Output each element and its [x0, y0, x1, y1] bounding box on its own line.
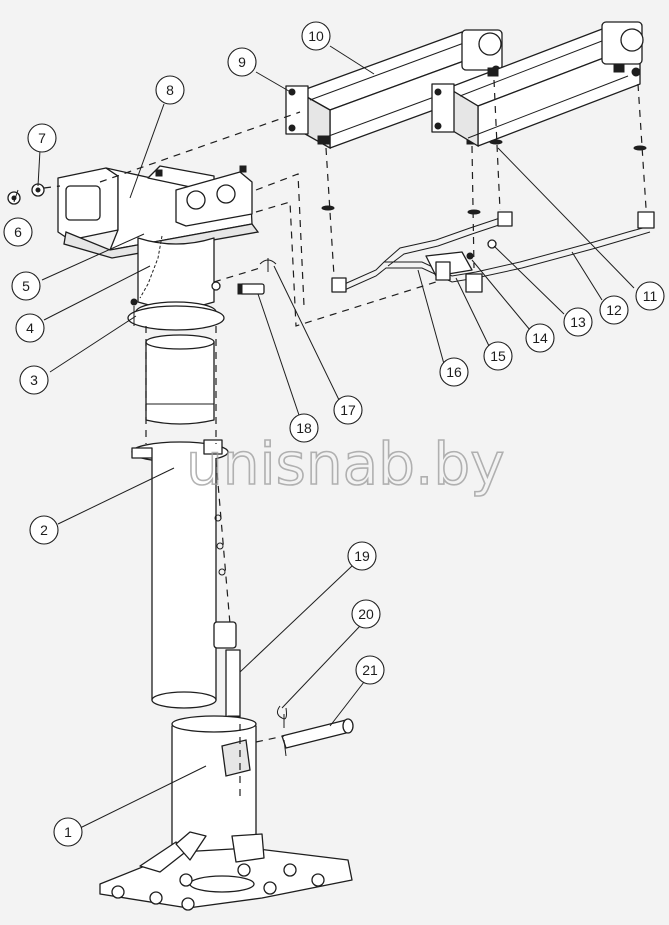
spring-clip — [276, 705, 287, 720]
callout-7: 7 — [27, 123, 57, 153]
callout-12: 12 — [599, 295, 629, 325]
callout-6: 6 — [3, 217, 33, 247]
nut-and-washer — [7, 183, 45, 205]
callout-4: 4 — [15, 313, 45, 343]
clamp-ring — [131, 439, 229, 463]
watermark-text: unisnab.by — [186, 430, 505, 498]
callout-2: 2 — [29, 515, 59, 545]
callout-label: 7 — [38, 130, 46, 146]
callout-15: 15 — [483, 341, 513, 371]
callout-label: 9 — [238, 54, 246, 70]
callout-18: 18 — [289, 413, 319, 443]
callout-3: 3 — [19, 365, 49, 395]
assembly-lines — [43, 79, 647, 800]
callout-label: 18 — [296, 420, 312, 436]
callout-label: 6 — [14, 224, 22, 240]
hydraulic-cylinder-left — [285, 29, 503, 150]
cross-pin — [281, 718, 354, 749]
liner-sleeve — [145, 334, 215, 425]
callout-label: 5 — [22, 278, 30, 294]
callout-14: 14 — [525, 323, 555, 353]
callout-label: 1 — [64, 824, 72, 840]
callout-16: 16 — [439, 357, 469, 387]
callout-label: 2 — [40, 522, 48, 538]
callout-10: 10 — [301, 21, 331, 51]
bolt — [237, 283, 265, 295]
lock-pin — [213, 621, 241, 725]
base-column — [99, 715, 353, 911]
cotter-pin — [259, 258, 277, 272]
callout-label: 14 — [532, 330, 548, 346]
callout-17: 17 — [333, 395, 363, 425]
callout-label: 12 — [606, 302, 622, 318]
callout-8: 8 — [155, 75, 185, 105]
callout-label: 16 — [446, 364, 462, 380]
callout-leaders — [13, 45, 635, 831]
o-rings — [321, 139, 647, 215]
callout-label: 10 — [308, 28, 324, 44]
callout-label: 15 — [490, 348, 506, 364]
callout-label: 4 — [26, 320, 34, 336]
callout-21: 21 — [355, 655, 385, 685]
callout-label: 13 — [570, 314, 586, 330]
callout-11: 11 — [635, 281, 665, 311]
upper-column — [127, 235, 225, 331]
callout-9: 9 — [227, 47, 257, 77]
callout-label: 17 — [340, 402, 356, 418]
callout-20: 20 — [351, 599, 381, 629]
callout-19: 19 — [347, 541, 377, 571]
hydraulic-tubes — [331, 211, 655, 293]
callout-5: 5 — [11, 271, 41, 301]
callout-label: 11 — [643, 288, 658, 304]
callout-label: 3 — [30, 372, 38, 388]
hydraulic-cylinder-right — [431, 21, 644, 148]
callout-label: 19 — [354, 548, 370, 564]
callout-label: 8 — [166, 82, 174, 98]
callout-1: 1 — [53, 817, 83, 847]
callout-label: 21 — [362, 662, 378, 678]
callout-label: 20 — [358, 606, 374, 622]
mast-tube — [151, 458, 226, 709]
callout-13: 13 — [563, 307, 593, 337]
